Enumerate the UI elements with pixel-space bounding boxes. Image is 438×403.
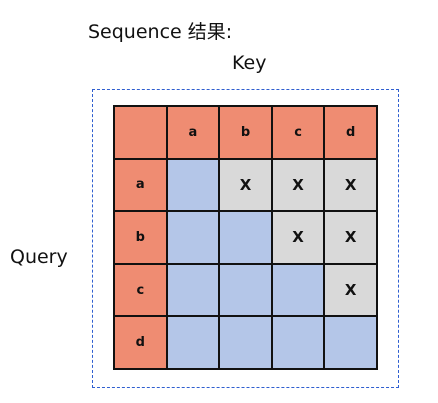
cell-a-b: X — [219, 158, 272, 212]
query-header-a: a — [114, 158, 167, 212]
key-header-c: c — [271, 106, 325, 159]
dashed-frame — [92, 89, 399, 388]
corner-cell — [114, 106, 167, 159]
cell-b-a — [166, 211, 220, 264]
cell-c-d: X — [324, 263, 377, 317]
cell-a-a — [166, 158, 220, 212]
cell-c-a — [166, 263, 220, 317]
cell-d-d — [324, 316, 377, 369]
key-header-b: b — [219, 106, 272, 159]
query-axis-label: Query — [10, 246, 68, 268]
key-header-a: a — [166, 106, 220, 159]
cell-c-b — [219, 263, 272, 317]
query-header-c: c — [114, 263, 167, 317]
cell-d-a — [166, 316, 220, 369]
cell-c-c — [271, 263, 325, 317]
cell-a-d: X — [324, 158, 377, 212]
cell-b-d: X — [324, 211, 377, 264]
cell-b-b — [219, 211, 272, 264]
cell-b-c: X — [271, 211, 325, 264]
attention-mask-grid: a b c d a X X X b X X c X d — [113, 105, 378, 370]
cell-d-b — [219, 316, 272, 369]
cell-d-c — [271, 316, 325, 369]
cell-a-c: X — [271, 158, 325, 212]
query-header-b: b — [114, 211, 167, 264]
query-header-d: d — [114, 316, 167, 369]
key-header-d: d — [324, 106, 377, 159]
key-axis-label: Key — [232, 52, 267, 74]
diagram-title: Sequence 结果: — [88, 21, 233, 43]
